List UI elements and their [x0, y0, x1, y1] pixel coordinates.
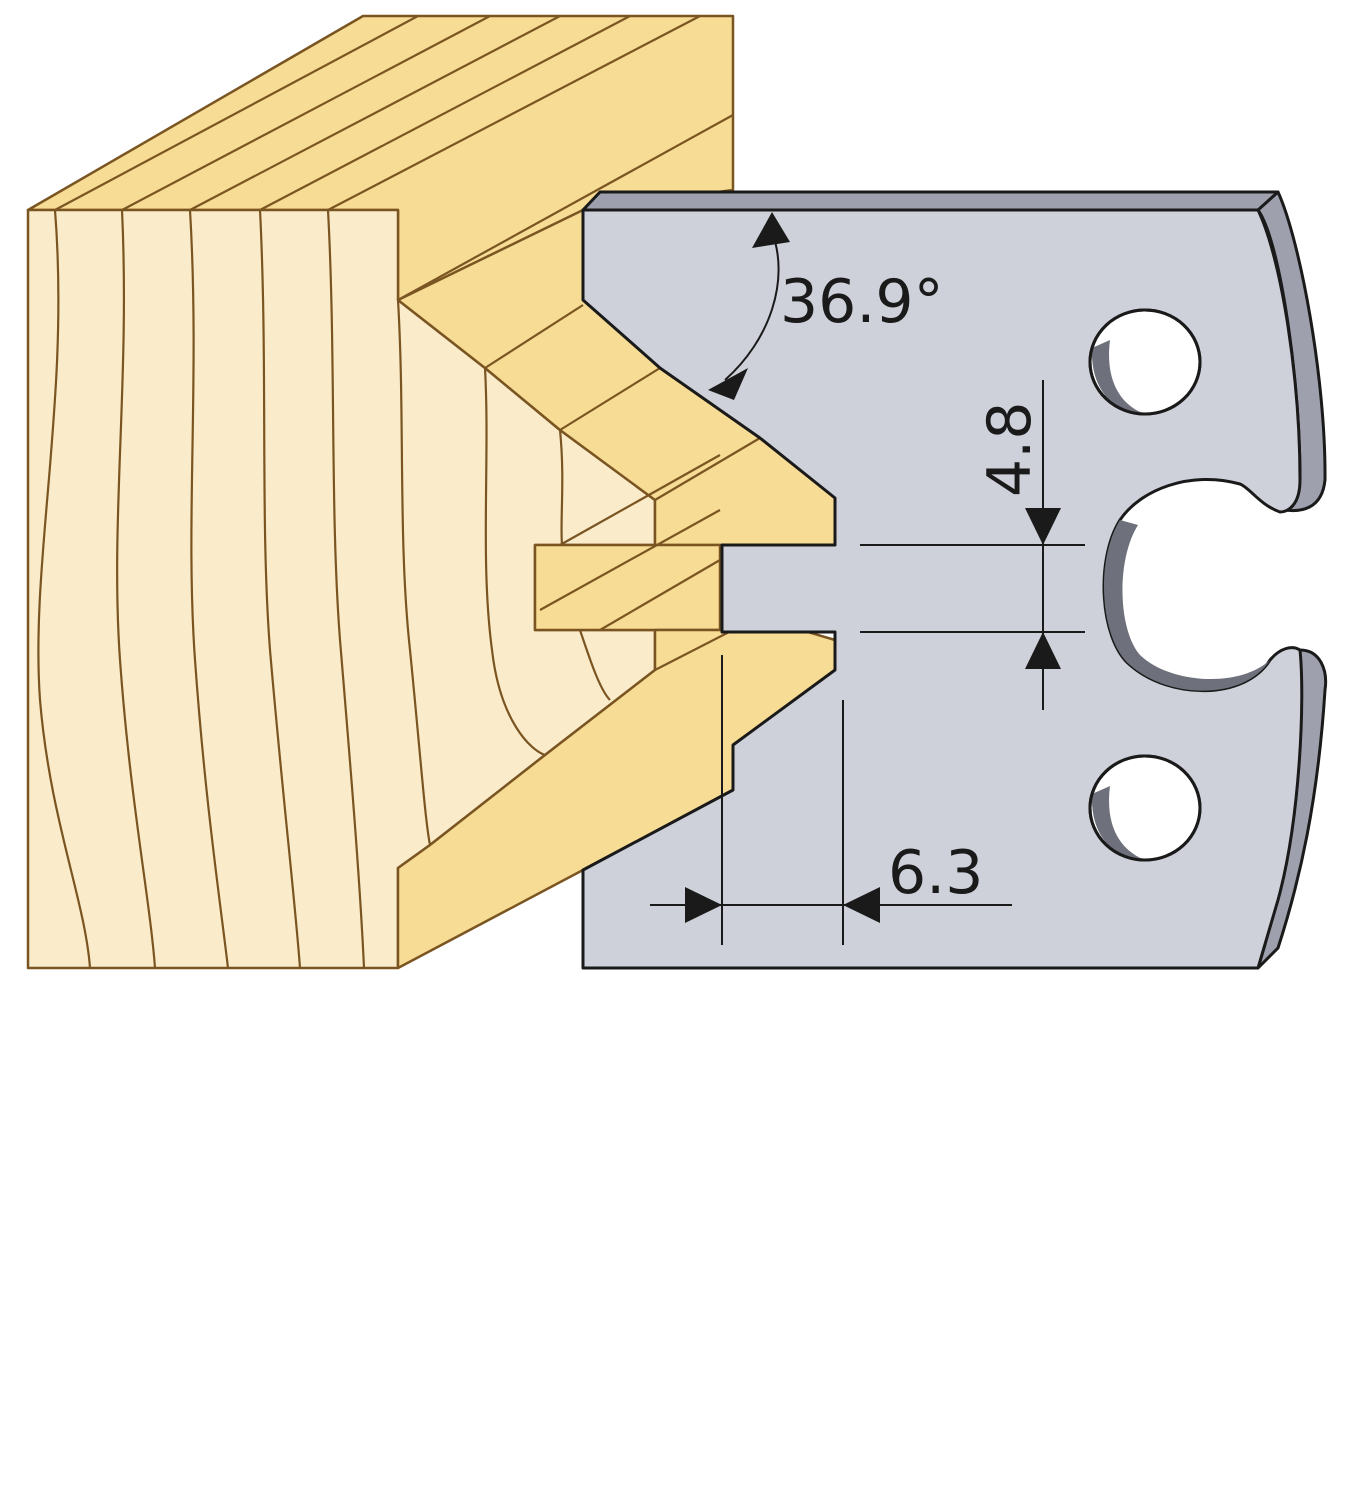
angle-label: 36.9° [780, 267, 944, 337]
angle-arc [724, 231, 780, 381]
wood-grain [37, 209, 611, 969]
width-arrow-left [685, 887, 722, 923]
wood-workpiece [26, 14, 837, 970]
width-arrow-right [843, 887, 880, 923]
wood-top-lines [54, 15, 761, 671]
mounting-hole-upper [1088, 308, 1202, 416]
angle-arrow-top [752, 212, 790, 248]
wood-tongue [533, 543, 722, 632]
height-arrow-top [1025, 508, 1061, 545]
profile-knife [581, 190, 1328, 970]
knife-cutout-shadow [1103, 520, 1270, 691]
dimension-arrows [685, 212, 1061, 923]
knife-top-bevel [581, 190, 1280, 212]
angle-arrow-bottom [708, 368, 748, 400]
width-label: 6.3 [888, 838, 983, 908]
height-label: 4.8 [975, 402, 1045, 497]
mounting-hole-lower [1088, 754, 1202, 862]
height-arrow-bottom [1025, 632, 1061, 669]
